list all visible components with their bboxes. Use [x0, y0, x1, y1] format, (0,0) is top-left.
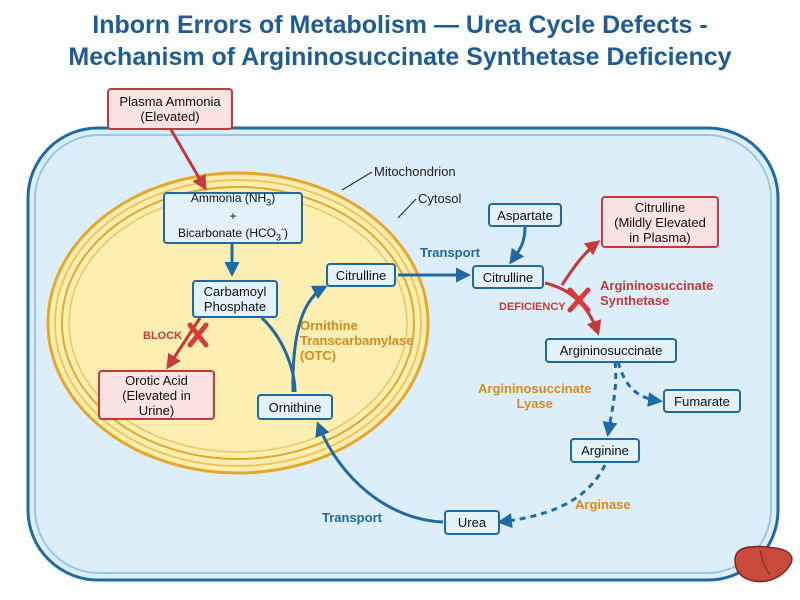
carbamoyl-line2: Phosphate	[203, 299, 267, 314]
ornithine-box: Ornithine	[257, 394, 333, 420]
citrulline-plasma-line1: Citrulline	[634, 199, 686, 215]
ammonia-close: )	[271, 191, 276, 206]
citrulline-plasma-line3: in Plasma)	[629, 229, 691, 245]
orotic-acid-box: Orotic Acid (Elevated in Urine)	[98, 370, 215, 420]
arrow-argininosuccinate-to-arginine	[602, 361, 618, 437]
aspartate-box: Aspartate	[488, 203, 562, 227]
arrow-aspartate-to-citrulline	[509, 226, 527, 265]
citrulline-plasma-line2: (Mildly Elevated	[614, 214, 706, 230]
arrow-argininosuccinate-to-fumarate	[616, 361, 663, 408]
arginase-label: Arginase	[575, 497, 631, 512]
ammonia-bicarbonate-box: Ammonia (NH3) + Bicarbonate (HCO3-)	[163, 192, 303, 244]
citrulline-cyto-label: Citrulline	[482, 269, 534, 285]
citrulline-mito-label: Citrulline	[335, 267, 387, 283]
ammonia-line: Ammonia (NH3)	[191, 192, 275, 209]
mitochondrion-membrane-2	[54, 179, 422, 467]
arrow-plasma-to-ammonia	[168, 127, 207, 191]
cytosol-label: Cytosol	[418, 191, 462, 206]
cell-membrane-inner	[34, 134, 772, 574]
bicarbonate-line: Bicarbonate (HCO3-)	[178, 223, 288, 244]
orotic-line2: (Elevated in	[122, 387, 191, 403]
arginine-label: Arginine	[581, 443, 629, 458]
bicarbonate-close: )	[284, 225, 289, 240]
ass-enzyme-label: Argininosuccinate Synthetase	[600, 278, 713, 308]
plasma-ammonia-line1: Plasma Ammonia	[119, 94, 221, 109]
bicarbonate-sup: -	[281, 223, 285, 234]
otc-line2: Transcarbamylase	[300, 333, 414, 348]
mitochondrion-label: Mitochondrion	[374, 164, 456, 179]
transport-bottom-label: Transport	[322, 510, 382, 525]
citrulline-cyto-box: Citrulline	[472, 265, 544, 289]
ammonia-sub: 3	[266, 197, 272, 208]
arrow-carbamoyl-to-orotic	[166, 317, 202, 370]
asl-line2: Lyase	[516, 396, 553, 411]
arrow-to-citrulline-mito	[291, 285, 328, 393]
liver-icon	[734, 545, 793, 583]
ass-line2: Synthetase	[600, 293, 670, 308]
aspartate-label: Aspartate	[497, 207, 553, 223]
cytosol-leader-line	[397, 198, 417, 219]
orotic-line1: Orotic Acid	[125, 372, 188, 388]
plasma-ammonia-box: Plasma Ammonia (Elevated)	[107, 88, 233, 130]
block-x-icon	[187, 322, 209, 348]
arrow-ornithine-to-citrulline-mito	[260, 316, 297, 393]
carbamoyl-phosphate-box: Carbamoyl Phosphate	[192, 280, 278, 318]
page-title-line2: Mechanism of Argininosuccinate Synthetas…	[68, 43, 732, 71]
urea-label: Urea	[457, 515, 487, 530]
otc-enzyme-label: Ornithine Transcarbamylase (OTC)	[300, 318, 413, 363]
otc-line3: (OTC)	[300, 348, 337, 363]
urea-box: Urea	[444, 510, 500, 535]
deficiency-x-icon	[567, 287, 591, 313]
plus-sign: +	[229, 208, 237, 223]
arrow-urea-to-ornithine	[315, 421, 444, 524]
asl-line1: Argininosuccinate	[478, 381, 592, 396]
ornithine-label: Ornithine	[268, 399, 322, 415]
argininosuccinate-box: Argininosuccinate	[545, 338, 677, 363]
fumarate-box: Fumarate	[663, 389, 741, 413]
citrulline-mito-box: Citrulline	[326, 263, 396, 287]
mitochondrion-membrane-3	[61, 186, 415, 460]
ass-line1: Argininosuccinate	[600, 278, 714, 293]
carbamoyl-line1: Carbamoyl	[203, 284, 267, 299]
transport-top-label: Transport	[420, 245, 480, 260]
orotic-line3: Urine)	[138, 402, 175, 418]
deficiency-label: DEFICIENCY	[499, 301, 566, 313]
argininosuccinate-label: Argininosuccinate	[559, 343, 663, 358]
ammonia-text: Ammonia (NH	[190, 191, 267, 206]
citrulline-plasma-box: Citrulline (Mildly Elevated in Plasma)	[601, 196, 719, 248]
bicarbonate-text: Bicarbonate (HCO	[177, 225, 277, 240]
arrow-arginine-to-urea	[497, 464, 607, 529]
asl-enzyme-label: Argininosuccinate Lyase	[478, 381, 591, 411]
arrow-citrulline-to-plasma	[560, 240, 601, 286]
plasma-ammonia-line2: (Elevated)	[140, 109, 200, 124]
fumarate-label: Fumarate	[674, 393, 730, 409]
arginine-box: Arginine	[570, 438, 640, 463]
page-title-line1: Inborn Errors of Metabolism — Urea Cycle…	[92, 11, 708, 39]
bicarbonate-sub: 3	[276, 231, 282, 242]
mitochondrion-leader-line	[341, 171, 373, 191]
block-label: BLOCK	[143, 330, 183, 342]
otc-line1: Ornithine	[300, 318, 358, 333]
